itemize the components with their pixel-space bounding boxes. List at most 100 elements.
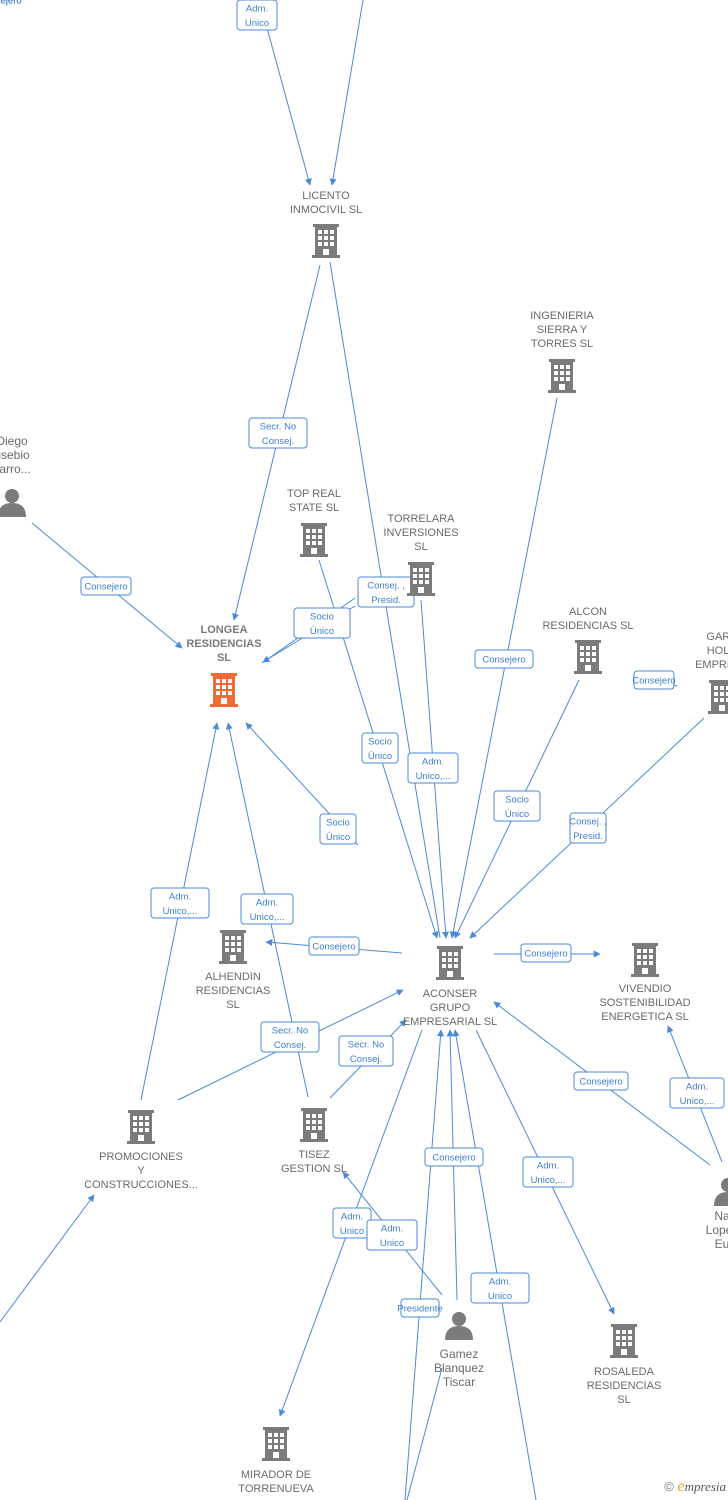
edge-label[interactable]: Consejero	[632, 670, 676, 690]
edge-label[interactable]: Adm. Unico	[332, 1207, 372, 1239]
edge-label-text: Unico,...	[163, 906, 198, 917]
edge-label-text: Adm.	[686, 1082, 708, 1093]
edge-label-box	[338, 1035, 394, 1067]
edge-label-text: Adm.	[537, 1161, 559, 1172]
node-label: SL	[617, 1394, 630, 1406]
building-icon	[548, 359, 576, 393]
edge-label-box	[407, 752, 459, 784]
edge-label[interactable]: Consejero	[0, 0, 22, 7]
node-label: HOLD	[707, 645, 728, 657]
footer-brand[interactable]: © empresia	[664, 1478, 726, 1496]
building-icon	[300, 1108, 328, 1142]
edge-label-text: Consejero	[0, 0, 22, 7]
edge-label-text: Consej.	[350, 1054, 382, 1065]
edge-label[interactable]: Consejero	[573, 1071, 629, 1091]
edge-label-box	[308, 936, 360, 956]
node-label: SIERRA Y	[537, 324, 588, 336]
edge-label-box	[520, 943, 572, 963]
edge-label-text: Consej. ,	[569, 817, 607, 828]
edge-label-text: Consej.	[274, 1040, 306, 1051]
node-diego[interactable]: Diegousebiovarro...	[0, 434, 31, 517]
building-icon	[127, 1110, 155, 1144]
node-label: EMPRESA	[695, 659, 728, 671]
node-na[interactable]: NaLopezEu	[706, 1178, 728, 1251]
building-icon	[574, 640, 602, 674]
edge-label-text: Único	[368, 751, 392, 762]
edge-label[interactable]: Consejero	[520, 943, 572, 963]
edge-label[interactable]: Adm.Unico	[236, 0, 278, 31]
edge-label[interactable]: Presidente	[397, 1298, 443, 1318]
edge-label[interactable]: Adm.Unico,...	[240, 893, 294, 925]
edge-label-text: Adm.	[489, 1277, 511, 1288]
edge-label[interactable]: Adm.Unico,...	[522, 1156, 574, 1188]
node-promociones[interactable]: PROMOCIONESYCONSTRUCCIONES...	[84, 1110, 198, 1191]
edge-label-text: Presidente	[397, 1304, 442, 1315]
edge-label-text: Unico	[245, 18, 269, 29]
edge-label-text: Unico	[340, 1226, 364, 1237]
edge-label-box	[366, 1219, 418, 1251]
edge-label-text: Consej.	[262, 436, 294, 447]
brand-initial: e	[677, 1478, 685, 1495]
edge-label[interactable]: Consejero	[0, 0, 22, 7]
brand-name: mpresia	[684, 1479, 726, 1494]
node-label: PROMOCIONES	[99, 1151, 183, 1163]
edge-label[interactable]: Adm.Unico	[470, 1272, 530, 1304]
edge-label[interactable]: Adm.Unico,...	[407, 752, 459, 784]
edge-label-text: Unico,...	[416, 771, 451, 782]
edge-label-text: Adm.	[341, 1212, 363, 1223]
edge-label-box	[293, 607, 351, 639]
edge-label-text: Consejero	[632, 676, 675, 687]
node-gara[interactable]: GARAHOLDEMPRESA	[695, 631, 728, 714]
edge-label[interactable]: Adm.Unico	[366, 1219, 418, 1251]
edge-label-text: Adm.	[169, 892, 191, 903]
edge-label[interactable]: Consejero	[474, 649, 534, 669]
edge-label[interactable]: Consejero	[424, 1147, 484, 1167]
node-label: SL	[226, 999, 239, 1011]
node-label: TOP REAL	[287, 488, 341, 500]
edge-label[interactable]: Adm. Unico,...	[150, 887, 210, 919]
node-label: INGENIERIA	[530, 310, 594, 322]
node-label: ACONSER	[423, 988, 477, 1000]
edge-label-text: Socio	[326, 818, 350, 829]
edge-label-text: Consejero	[0, 0, 22, 7]
edge-label-box	[240, 893, 294, 925]
edge-label[interactable]: Adm.Unico,...	[669, 1077, 725, 1109]
edge-label-box	[424, 1147, 484, 1167]
edge-label[interactable]: Consejero	[80, 576, 132, 596]
node-label: CONSTRUCCIONES...	[84, 1179, 198, 1191]
edge-label[interactable]: Consejero	[308, 936, 360, 956]
edge-label[interactable]: Secr. No Consej.	[248, 417, 308, 449]
edge-label-box	[361, 732, 399, 764]
edge-label-text: Socio	[368, 737, 392, 748]
person-icon	[714, 1178, 728, 1206]
edge-label[interactable]: Consej. ,Presid.	[357, 576, 415, 608]
edge-label-text: Consej. ,	[367, 581, 405, 592]
edge-label-text: Secr. No	[260, 422, 296, 433]
edge-label[interactable]: Consej. ,Presid.	[569, 812, 607, 844]
building-icon	[407, 562, 435, 596]
node-label: INMOCIVIL SL	[290, 204, 362, 216]
node-label: RESIDENCIAS SL	[542, 620, 633, 632]
edge-label-text: Unico,...	[250, 912, 285, 923]
